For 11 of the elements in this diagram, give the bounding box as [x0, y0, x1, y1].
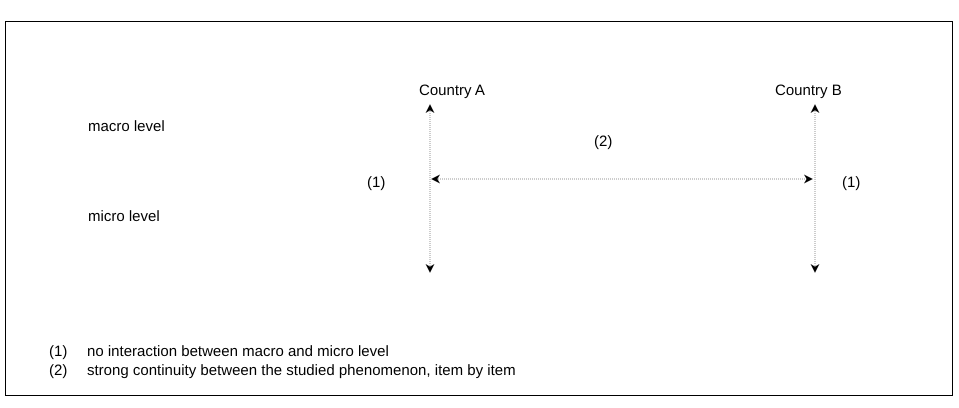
note-number: (1)	[49, 343, 68, 361]
level-label: macro level	[88, 118, 165, 136]
note-number: (2)	[49, 362, 68, 380]
note-number: (1)	[367, 174, 386, 192]
note-number: (2)	[594, 133, 612, 151]
note-text: strong continuity between the studied phenomenon, item by item	[87, 362, 516, 380]
note-number: (1)	[842, 174, 860, 192]
level-label: micro level	[88, 208, 160, 226]
column-heading: Country A	[419, 82, 485, 100]
note-text: no interaction between macro and micro level	[87, 343, 389, 361]
column-heading: Country B	[775, 82, 842, 100]
